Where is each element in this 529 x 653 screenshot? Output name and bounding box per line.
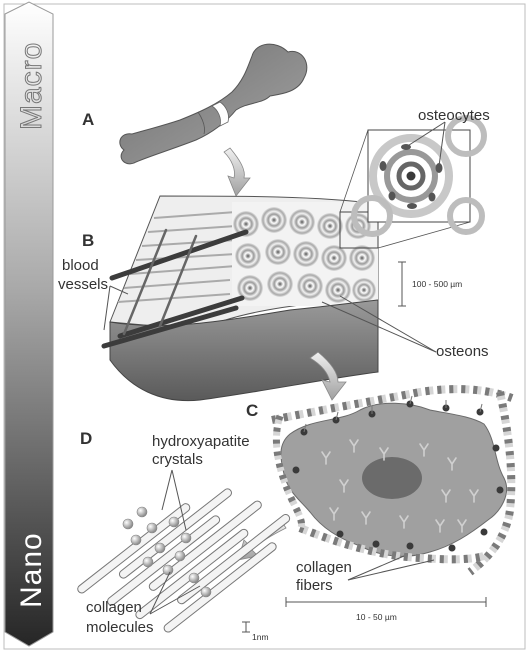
hydroxyapatite-label-line1: hydroxyapatite	[152, 433, 250, 450]
osteocytes-label: osteocytes	[418, 107, 490, 124]
panel-label-a: A	[82, 110, 94, 129]
collagen-fibers-label-line1: collagen	[296, 559, 352, 576]
osteon-size-label: 100 - 500 µm	[412, 279, 462, 289]
molecule-size-label: 1nm	[252, 632, 269, 642]
osteons-label: osteons	[436, 343, 489, 360]
hydroxyapatite-label-line2: crystals	[152, 451, 203, 468]
nano-label: Nano	[15, 532, 48, 608]
macro-label-outline: Macro	[15, 42, 48, 130]
panel-label-c: C	[246, 401, 258, 420]
blood-vessels-label-line2: vessels	[58, 276, 108, 293]
fiber-size-label: 10 - 50 µm	[356, 612, 397, 622]
blood-vessels-label-line1: blood	[62, 257, 99, 274]
collagen-molecules-label-line2: molecules	[86, 619, 154, 636]
panel-label-d: D	[80, 429, 92, 448]
panel-label-b: B	[82, 231, 94, 250]
collagen-molecules-label-line1: collagen	[86, 599, 142, 616]
collagen-fibers-label-line2: fibers	[296, 577, 333, 594]
scale-bar: Macro Nano	[5, 2, 53, 646]
